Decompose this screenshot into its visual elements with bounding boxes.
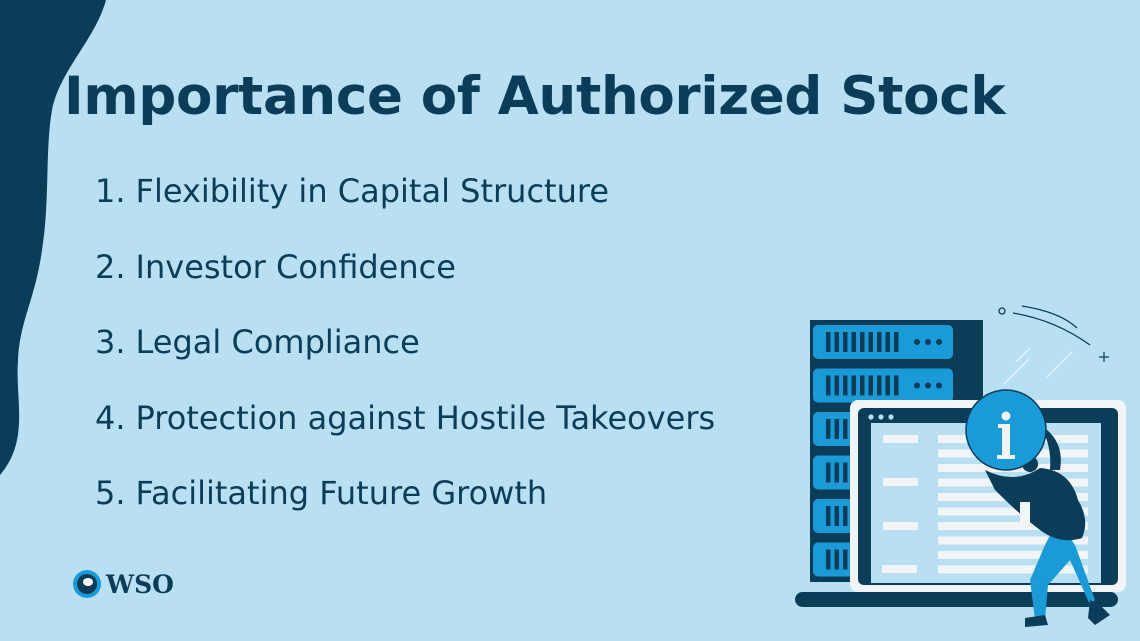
item-number: 5.: [95, 474, 126, 513]
logo-text: WSO: [106, 569, 174, 599]
item-number: 4.: [95, 398, 126, 437]
item-label: Investor Confidence: [135, 247, 456, 286]
server-unit: [813, 368, 953, 403]
list-item: 4.Protection against Hostile Takeovers: [95, 399, 715, 475]
item-label: Flexibility in Capital Structure: [135, 172, 609, 210]
item-label: Protection against Hostile Takeovers: [135, 398, 716, 437]
item-number: 3.: [95, 323, 126, 362]
wso-logo: WSO: [72, 569, 174, 599]
item-number: 1.: [95, 172, 126, 210]
item-label: Facilitating Future Growth: [135, 474, 548, 513]
importance-list: 1.Flexibility in Capital Structure 2.Inv…: [95, 172, 715, 550]
list-item: 5.Facilitating Future Growth: [95, 474, 715, 550]
list-item: 1.Flexibility in Capital Structure: [95, 172, 715, 248]
page-title: Importance of Authorized Stock: [64, 66, 1006, 127]
wso-globe-icon: [73, 570, 101, 598]
server-unit: [813, 325, 953, 359]
item-number: 2.: [95, 247, 126, 286]
item-label: Legal Compliance: [135, 323, 420, 362]
list-item: 2.Investor Confidence: [95, 248, 715, 324]
list-item: 3.Legal Compliance: [95, 323, 715, 399]
